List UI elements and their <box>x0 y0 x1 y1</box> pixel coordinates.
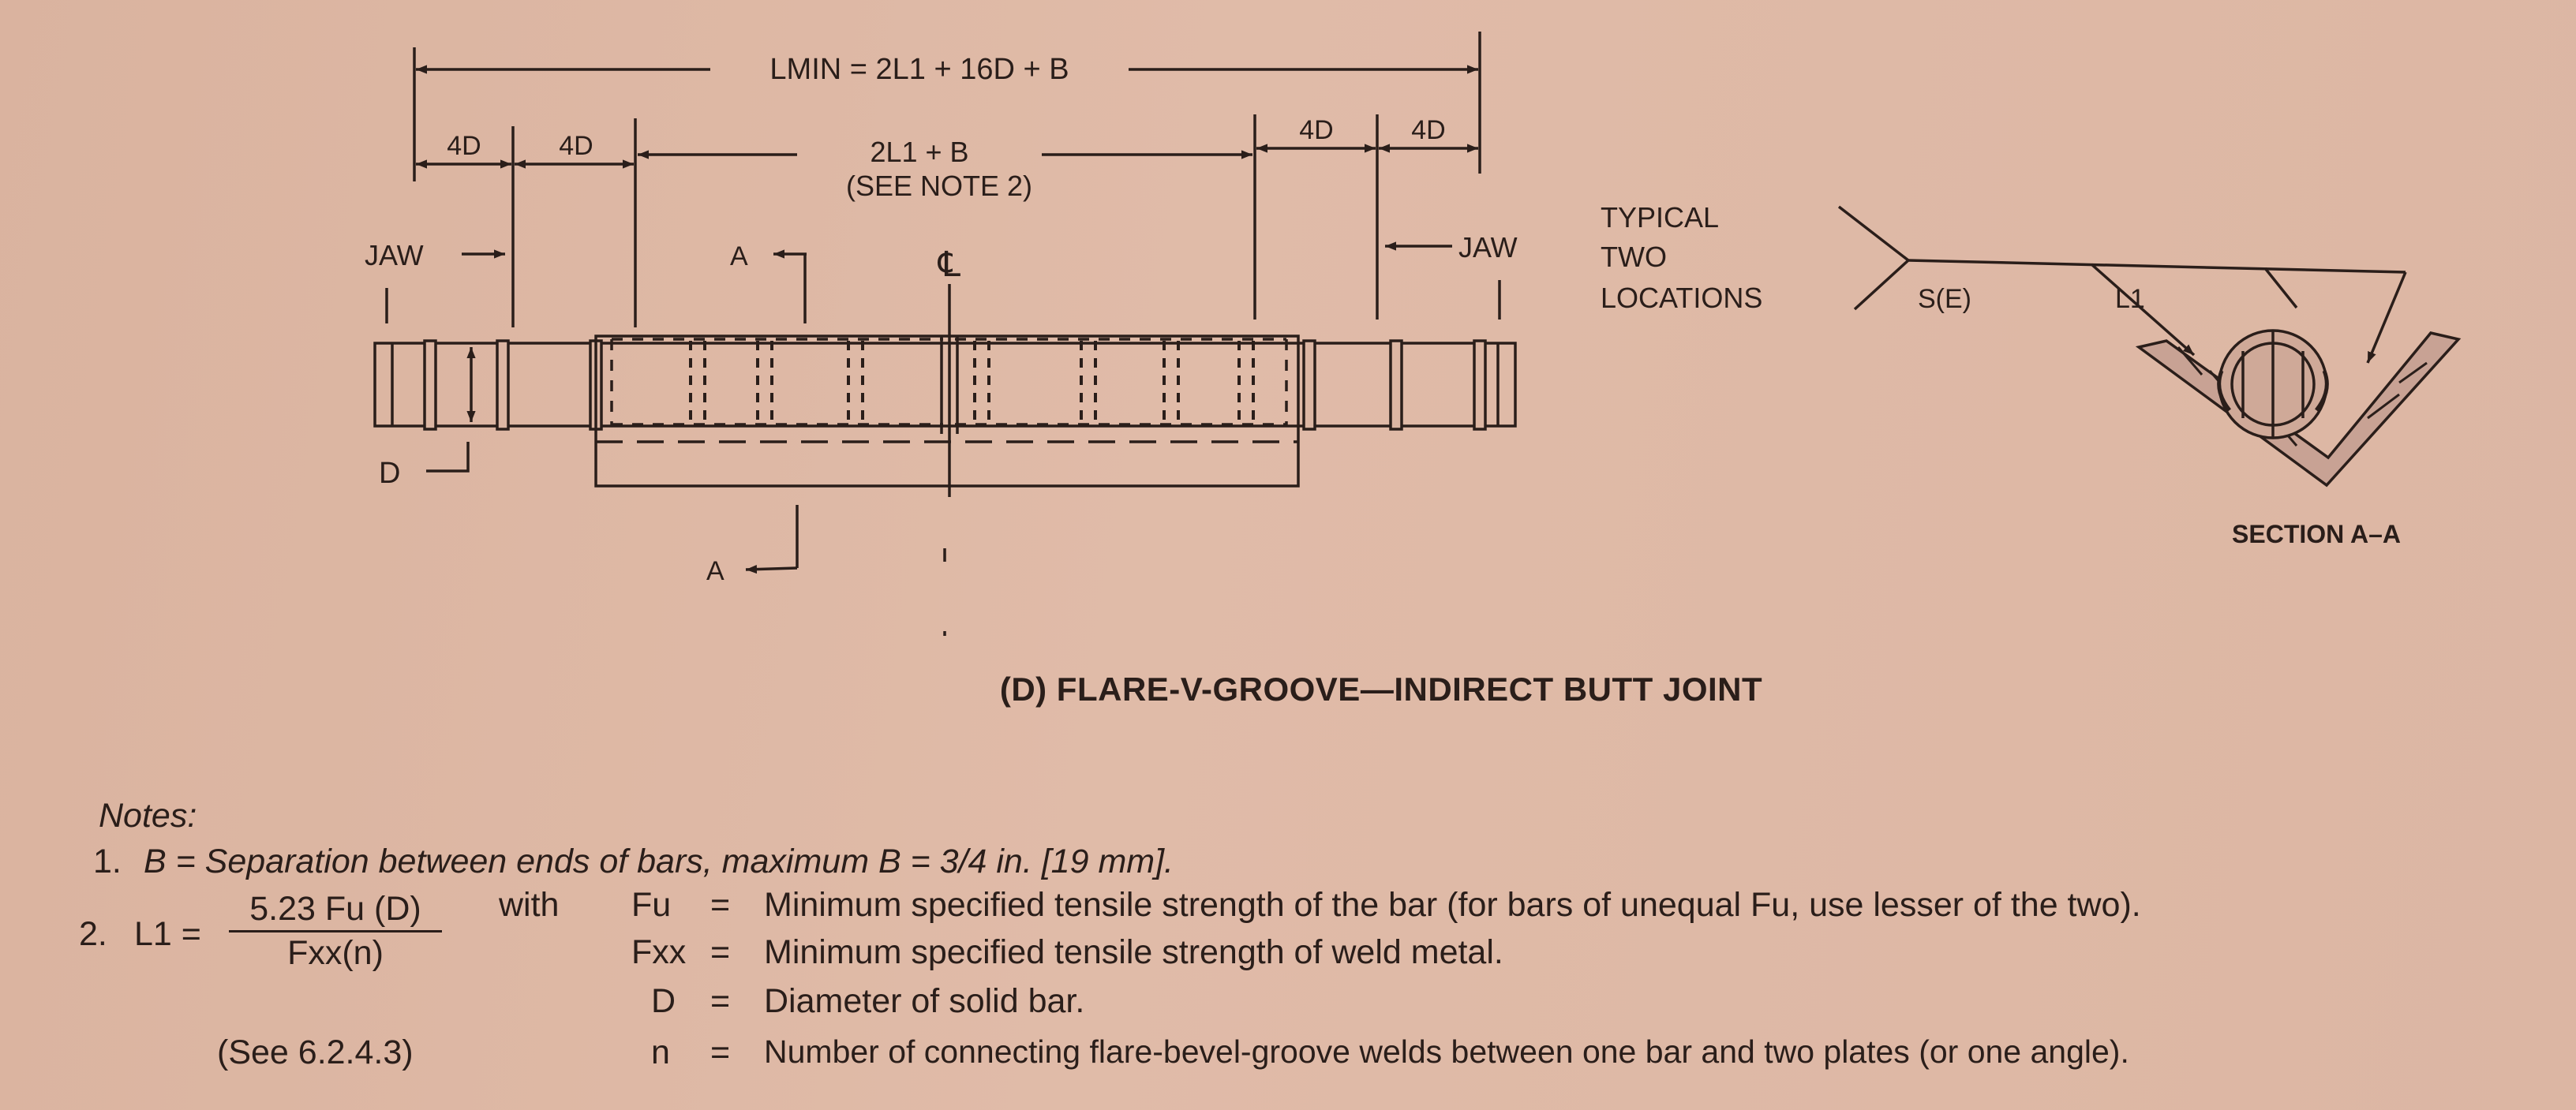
dimension-lmin-label: LMIN = 2L1 + 16D + B <box>769 53 1069 86</box>
weld-symbol-leader-1 <box>2090 263 2196 357</box>
diameter-label: D <box>379 457 400 490</box>
section-marker-bottom-label: A <box>706 556 724 586</box>
jaw-label-right: JAW <box>1458 231 1518 263</box>
weld-symbol-length: L1 <box>2115 284 2145 314</box>
section-marker-bottom-arrow <box>745 564 798 574</box>
weld-symbol-size: S(E) <box>1918 284 1971 314</box>
diameter-leader <box>426 442 470 473</box>
section-view <box>2135 329 2462 488</box>
dimension-center-label: 2L1 + B <box>870 136 968 168</box>
dimension-4d-label-2: 4D <box>559 131 593 161</box>
dimension-4d-label-1: 4D <box>447 131 481 161</box>
connecting-plate <box>594 334 1300 488</box>
weld-symbol-leader-2 <box>2366 271 2407 364</box>
bar-grooves <box>423 339 1487 431</box>
figure-caption: (D) FLARE-V-GROOVE—INDIRECT BUTT JOINT <box>999 671 1763 708</box>
centerline-symbol: ℄ <box>938 245 961 284</box>
typical-label-line-1: TYPICAL <box>1601 201 1719 234</box>
see-note-label: (SEE NOTE 2) <box>846 170 1032 202</box>
section-label: SECTION A–A <box>2232 520 2401 548</box>
dimension-4d-label-4: 4D <box>1411 115 1445 145</box>
weld-symbol-arrow-upper <box>1837 205 1910 262</box>
bar-ribs-hidden <box>689 341 1255 426</box>
dimension-4d-label-3: 4D <box>1299 115 1333 145</box>
weld-symbol-tail-arrow-1 <box>2263 267 2298 309</box>
weld-symbol-reference-line <box>1908 259 2406 274</box>
typical-label-line-3: LOCATIONS <box>1601 282 1762 314</box>
weld-symbol-arrow-lower <box>1853 259 1910 311</box>
weld-hidden-lines <box>610 338 1288 426</box>
section-marker-top-label: A <box>730 241 748 271</box>
jaw-label-left: JAW <box>365 239 424 271</box>
typical-label-line-2: TWO <box>1601 241 1667 273</box>
bar-outline <box>373 342 1517 428</box>
